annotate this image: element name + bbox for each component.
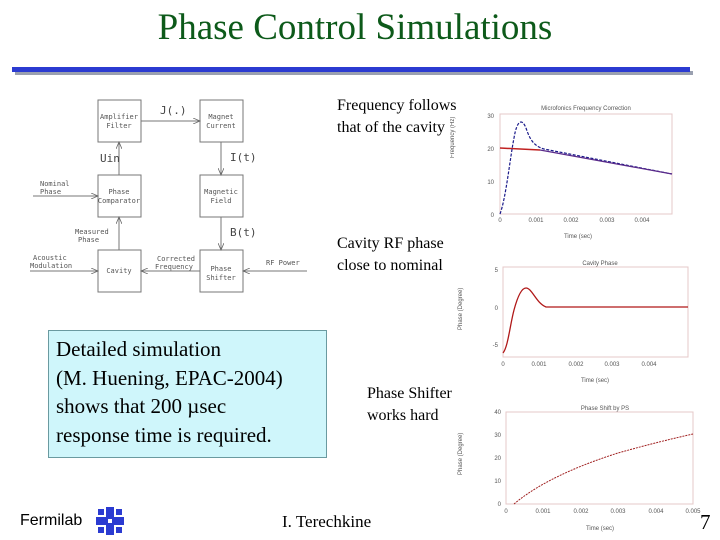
- note-line: shows that 200 µsec: [56, 394, 227, 418]
- y-tick: 0: [498, 502, 502, 508]
- x-tick: 0.005: [685, 509, 701, 515]
- y-tick: 20: [494, 456, 501, 462]
- x-tick: 0.003: [604, 362, 620, 368]
- caption-line: that of the cavity: [337, 119, 445, 136]
- caption-line: works hard: [367, 407, 439, 424]
- caption-shifter: Phase Shifter works hard: [367, 383, 452, 427]
- label: Phase: [78, 236, 99, 244]
- label: B(t): [230, 226, 257, 239]
- label: Frequency: [155, 263, 193, 271]
- frequency-chart: Microfonics Frequency Correction Frequen…: [450, 106, 673, 240]
- phase-shift-curve: [513, 433, 694, 505]
- chart-title: Phase Shift by PS: [581, 406, 629, 412]
- note-line: response time is required.: [56, 422, 272, 447]
- y-tick: 30: [494, 433, 501, 439]
- x-tick: 0.002: [573, 509, 589, 515]
- caption-phase: Cavity RF phase close to nominal: [337, 233, 444, 277]
- y-tick: 10: [494, 479, 501, 485]
- y-tick: 30: [487, 114, 494, 120]
- block-field: [199, 174, 244, 218]
- phase-shift-chart: Phase Shift by PS Phase (Degree) 40 30 2…: [458, 406, 701, 532]
- x-tick: 0: [504, 509, 508, 515]
- label: Corrected: [157, 255, 195, 263]
- label: Phase: [210, 265, 231, 273]
- x-label: Time (sec): [581, 378, 609, 384]
- page-number: 7: [700, 510, 711, 534]
- y-tick: 0: [491, 213, 495, 219]
- y-tick: 40: [494, 410, 501, 416]
- caption-line: Phase Shifter: [367, 385, 452, 402]
- cavity-frequency-curve: [499, 121, 673, 215]
- label: Filter: [106, 122, 131, 130]
- x-tick: 0: [498, 218, 502, 224]
- y-tick: 5: [495, 268, 499, 274]
- chart-title: Cavity Phase: [582, 261, 618, 267]
- x-tick: 0.004: [648, 509, 664, 515]
- x-tick: 0.001: [528, 218, 544, 224]
- label: Cavity: [106, 267, 131, 275]
- label: Modulation: [30, 262, 72, 270]
- label: Uin: [100, 152, 120, 165]
- chart-title: Microfonics Frequency Correction: [541, 106, 631, 112]
- x-label: Time (sec): [586, 526, 614, 532]
- label: Current: [206, 122, 236, 130]
- y-label: Frequency (Hz): [450, 117, 456, 158]
- label: Magnetic: [204, 188, 238, 196]
- nominal-frequency-line: [499, 147, 541, 151]
- label: Shifter: [206, 274, 236, 282]
- author: I. Terechkine: [282, 512, 372, 531]
- x-tick: 0.003: [599, 218, 615, 224]
- label: RF Power: [266, 259, 300, 267]
- label: Acoustic: [33, 254, 67, 262]
- caption-line: Frequency follows: [337, 97, 457, 114]
- label: Phase: [108, 188, 129, 196]
- x-tick: 0: [501, 362, 505, 368]
- block-comparator: [97, 174, 142, 218]
- block-diagram: Amplifier Filter Magnet Current Phase Co…: [30, 99, 307, 293]
- x-label: Time (sec): [564, 234, 592, 240]
- label: Measured: [75, 228, 109, 236]
- x-tick: 0.002: [563, 218, 579, 224]
- y-tick: 20: [487, 147, 494, 153]
- label: J(.): [160, 104, 187, 117]
- label: I(t): [230, 151, 257, 164]
- simulation-note: Detailed simulation (M. Huening, EPAC-20…: [48, 330, 327, 458]
- caption-line: close to nominal: [337, 257, 443, 274]
- x-tick: 0.001: [531, 362, 547, 368]
- phase-chart: Cavity Phase Phase (Degree) 5 0 -5 0 0.0…: [458, 261, 689, 384]
- y-label: Phase (Degree): [458, 288, 464, 330]
- label: Comparator: [98, 197, 140, 205]
- caption-line: Cavity RF phase: [337, 235, 444, 252]
- title-bar-shadow: [15, 71, 693, 75]
- x-tick: 0.003: [610, 509, 626, 515]
- label: Field: [210, 197, 231, 205]
- x-tick: 0.001: [535, 509, 551, 515]
- x-tick: 0.002: [568, 362, 584, 368]
- y-tick: 10: [487, 180, 494, 186]
- title-bar: [12, 67, 690, 72]
- x-tick: 0.004: [634, 218, 650, 224]
- y-label: Phase (Degree): [458, 433, 464, 475]
- y-tick: 0: [495, 306, 499, 312]
- fermilab-logo-text: Fermilab: [20, 512, 83, 529]
- y-tick: -5: [493, 343, 499, 349]
- note-line: Detailed simulation: [56, 337, 222, 361]
- label: Phase: [40, 188, 61, 196]
- label: Amplifier: [100, 113, 138, 121]
- label: Magnet: [208, 113, 233, 121]
- cavity-phase-curve: [502, 287, 688, 354]
- label: Nominal: [40, 180, 70, 188]
- block-amplifier: [97, 99, 142, 143]
- note-line: (M. Huening, EPAC-2004): [56, 365, 283, 390]
- slide-title: Phase Control Simulations: [157, 7, 553, 48]
- fermilab-logo-icon: [96, 507, 124, 535]
- caption-frequency: Frequency follows that of the cavity: [337, 95, 457, 139]
- block-magnet-current: [199, 99, 244, 143]
- x-tick: 0.004: [641, 362, 657, 368]
